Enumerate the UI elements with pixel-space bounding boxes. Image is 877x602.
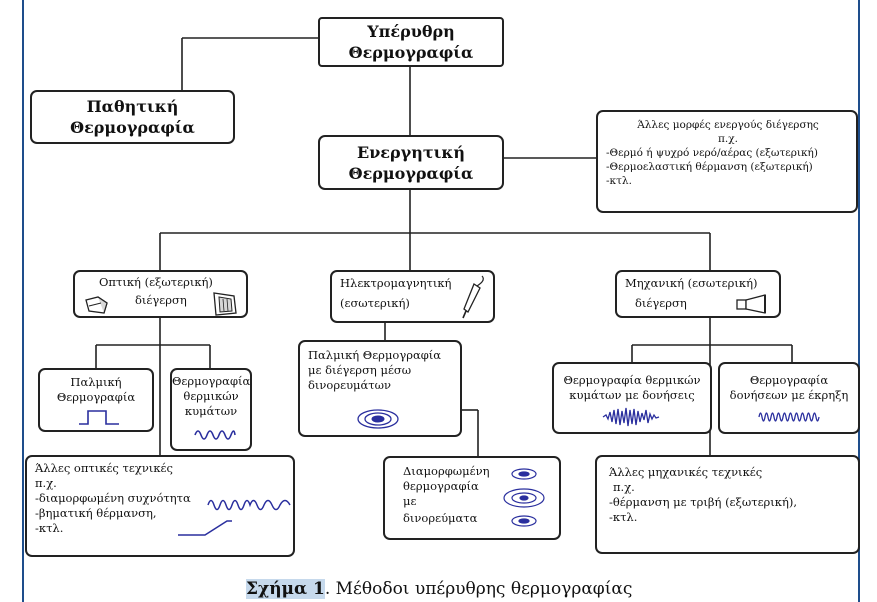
vibro-thermal-wave-thermography-node: Θερμογραφία θερμικών κυμάτων με δονήσεις <box>552 362 712 434</box>
other-optical-title: Άλλες οπτικές τεχνικές <box>35 461 173 475</box>
eddy-current-modulated-thermography-node: Διαμορφωμένη θερμογραφία με δινορεύματα <box>383 456 561 540</box>
eddy-pulsed-line1: Παλμική Θερμογραφία <box>308 348 442 362</box>
eddy-mod-line4: δινορεύματα <box>403 511 478 525</box>
other-mech-item: -κτλ. <box>609 510 638 524</box>
caption-text: . Μέθοδοι υπέρυθρης θερμογραφίας <box>324 579 633 599</box>
root-node-infrared-thermography: Υπέρυθρη Θερμογραφία <box>318 17 504 67</box>
passive-line1: Παθητική <box>86 97 179 116</box>
other-active-eg: π.χ. <box>718 133 738 145</box>
eddy-pulsed-line3: δινορευμάτων <box>308 378 392 392</box>
pen-probe-icon <box>462 275 484 319</box>
thermal-waves-line2: θερμικών <box>183 389 239 403</box>
other-mechanical-techniques-node: Άλλες μηχανικές τεχνικές π.χ. -θέρμανση … <box>595 455 860 554</box>
mechanical-line2: διέγερση <box>635 296 687 310</box>
pulsed-thermography-node: Παλμική Θερμογραφία <box>38 368 154 432</box>
burst-vibrothermography-node: Θερμογραφία δονήσεων με έκρηξη <box>718 362 860 434</box>
sine-wave-icon <box>207 499 291 511</box>
vib-waves-line2: κυμάτων με δονήσεις <box>569 388 695 402</box>
electro-line1: Ηλεκτρομαγνητική <box>340 276 452 290</box>
other-mech-eg: π.χ. <box>613 480 635 494</box>
noisy-burst-icon <box>602 407 660 427</box>
active-thermography-node: Ενεργητική Θερμογραφία <box>318 135 504 190</box>
other-active-excitation-node: Άλλες μορφές ενεργούς διέγερσης π.χ. -Θε… <box>596 110 858 213</box>
sine-wave-icon <box>194 430 236 440</box>
figure-caption: Σχήμα 1. Μέθοδοι υπέρυθρης θερμογραφίας <box>246 579 632 599</box>
thermal-waves-line1: Θερμογραφία <box>172 374 251 388</box>
other-optical-eg: π.χ. <box>35 476 57 490</box>
passive-thermography-node: Παθητική Θερμογραφία <box>30 90 235 144</box>
lamp-icon <box>85 296 108 314</box>
other-active-item: -Θερμοελαστική θέρμανση (εξωτερική) <box>606 161 813 173</box>
pulsed-line2: Θερμογραφία <box>56 390 136 404</box>
optical-excitation-node: Οπτική (εξωτερική) διέγερση <box>73 270 248 318</box>
vib-waves-line1: Θερμογραφία θερμικών <box>563 373 701 387</box>
stacked-coils-icon <box>503 468 545 527</box>
step-pulse-icon <box>79 410 119 425</box>
optical-line2: διέγερση <box>135 293 187 307</box>
other-optical-item: -βηματική θέρμανση, <box>35 506 157 520</box>
vibration-wave-icon <box>758 412 820 422</box>
other-mech-item: -θέρμανση με τριβή (εξωτερική), <box>609 495 798 509</box>
passive-line2: Θερμογραφία <box>70 118 195 137</box>
pulsed-line1: Παλμική <box>70 375 122 389</box>
vib-burst-line1: Θερμογραφία <box>749 373 829 387</box>
mechanical-excitation-node: Μηχανική (εσωτερική) διέγερση <box>615 270 781 318</box>
other-active-item: -Θερμό ή ψυχρό νερό/αέρας (εξωτερική) <box>606 147 818 159</box>
root-line2: Θερμογραφία <box>348 43 474 62</box>
other-optical-techniques-node: Άλλες οπτικές τεχνικές π.χ. -διαμορφωμέν… <box>25 455 295 557</box>
other-optical-item: -διαμορφωμένη συχνότητα <box>35 491 191 505</box>
step-ramp-icon <box>178 520 232 536</box>
lamp-icon <box>213 292 237 316</box>
eddy-mod-line3: με <box>403 494 417 508</box>
eddy-current-pulsed-thermography-node: Παλμική Θερμογραφία με διέγερση μέσω διν… <box>298 340 462 437</box>
active-line2: Θερμογραφία <box>348 163 474 183</box>
eddy-pulsed-line2: με διέγερση μέσω <box>308 363 412 377</box>
active-line1: Ενεργητική <box>357 142 465 162</box>
shaker-icon <box>736 294 766 314</box>
root-line1: Υπέρυθρη <box>367 22 455 41</box>
other-active-item: -κτλ. <box>606 175 632 187</box>
mechanical-line1: Μηχανική (εσωτερική) <box>625 276 758 290</box>
other-mech-title: Άλλες μηχανικές τεχνικές <box>609 465 763 479</box>
vib-burst-line2: δονήσεων με έκρηξη <box>729 388 849 402</box>
caption-label: Σχήμα 1 <box>246 579 325 599</box>
page-frame <box>22 0 860 602</box>
eddy-mod-line1: Διαμορφωμένη <box>403 464 490 478</box>
electromagnetic-excitation-node: Ηλεκτρομαγνητική (εσωτερική) <box>330 270 495 323</box>
other-active-title: Άλλες μορφές ενεργούς διέγερσης <box>637 119 819 131</box>
thermal-wave-thermography-node: Θερμογραφία θερμικών κυμάτων <box>170 368 252 451</box>
eddy-coil-icon <box>357 409 399 429</box>
thermal-waves-line3: κυμάτων <box>184 404 238 418</box>
eddy-mod-line2: θερμογραφία <box>403 479 479 493</box>
other-optical-item: -κτλ. <box>35 521 64 535</box>
optical-line1: Οπτική (εξωτερική) <box>99 275 213 289</box>
electro-line2: (εσωτερική) <box>340 296 410 310</box>
